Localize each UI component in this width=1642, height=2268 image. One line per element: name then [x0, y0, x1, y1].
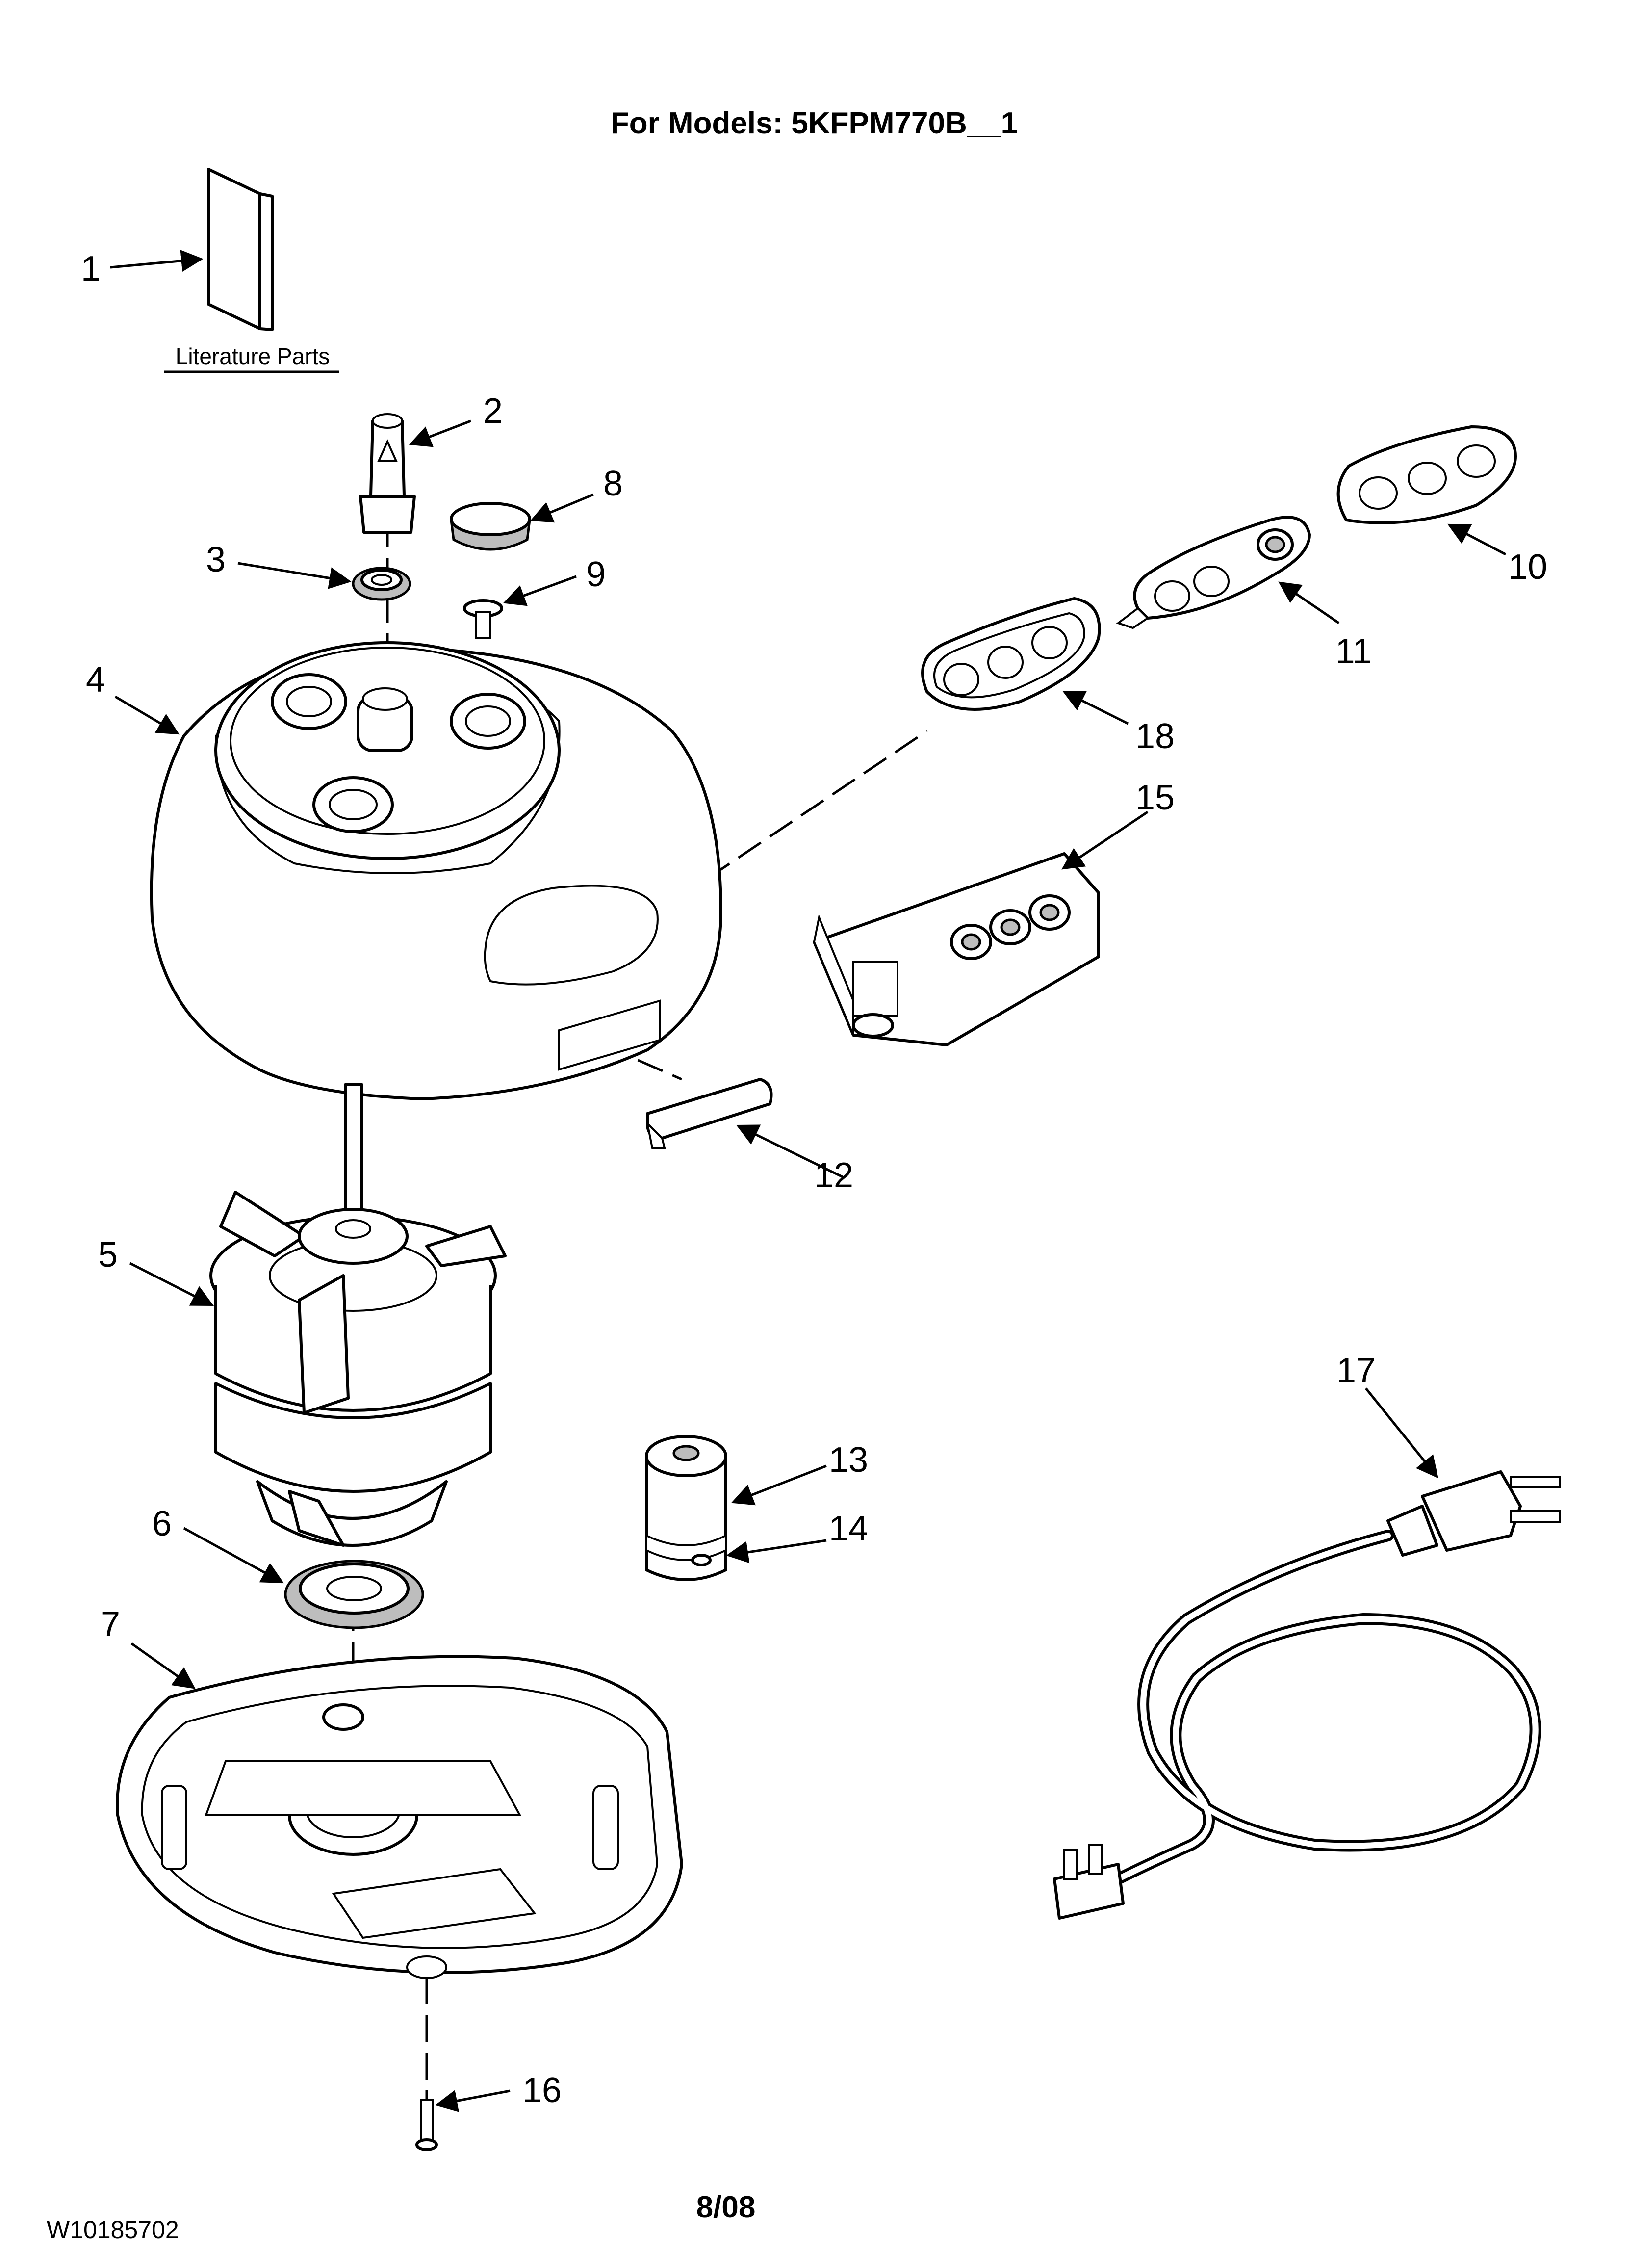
- button-bar: [1116, 516, 1311, 629]
- callout-4: 4: [86, 660, 105, 700]
- motor-housing: [150, 641, 722, 1100]
- callout-9: 9: [586, 555, 606, 594]
- callout-15: 15: [1135, 778, 1175, 817]
- callout-2: 2: [483, 391, 503, 431]
- callout-18: 18: [1135, 717, 1175, 756]
- document-number: W10185702: [47, 2216, 179, 2243]
- callout-10: 10: [1508, 547, 1547, 587]
- page-title: For Models: 5KFPM770B__1: [611, 106, 1018, 140]
- callout-14: 14: [829, 1509, 868, 1548]
- literature-parts-booklet: Literature Parts: [164, 168, 339, 373]
- capacitor-screw: [645, 1534, 727, 1566]
- callout-11: 11: [1335, 632, 1372, 671]
- motor-assembly: [209, 1083, 507, 1547]
- callout-5: 5: [98, 1235, 118, 1275]
- literature-parts-caption: Literature Parts: [176, 343, 330, 369]
- callout-12: 12: [814, 1156, 853, 1195]
- callout-8: 8: [603, 464, 623, 503]
- screw-9: [463, 599, 503, 639]
- bearing-seal: [284, 1560, 424, 1629]
- screw-16: [415, 2099, 438, 2151]
- control-overlay: [1336, 425, 1517, 524]
- callout-17: 17: [1336, 1351, 1376, 1390]
- callout-labels: 1 2 3 4 5 6 7 8 9 10 11 12 13 14 15 16 1…: [81, 249, 1547, 2110]
- bearing-washer: [352, 567, 411, 601]
- callout-7: 7: [101, 1605, 120, 1644]
- cap-plug: [450, 502, 531, 551]
- power-cord: [1053, 1470, 1561, 1920]
- callout-13: 13: [829, 1440, 868, 1480]
- gasket: [921, 597, 1101, 711]
- coupler-shaft: [359, 413, 416, 534]
- callout-16: 16: [522, 2071, 562, 2110]
- callout-1: 1: [81, 249, 101, 288]
- revision-date: 8/08: [696, 2190, 756, 2224]
- switch-assembly: [813, 852, 1100, 1046]
- callout-3: 3: [206, 540, 226, 579]
- callout-6: 6: [152, 1504, 172, 1543]
- push-button: [645, 1078, 773, 1149]
- base-housing: [116, 1655, 683, 1979]
- leader-arrows: [110, 250, 1507, 2112]
